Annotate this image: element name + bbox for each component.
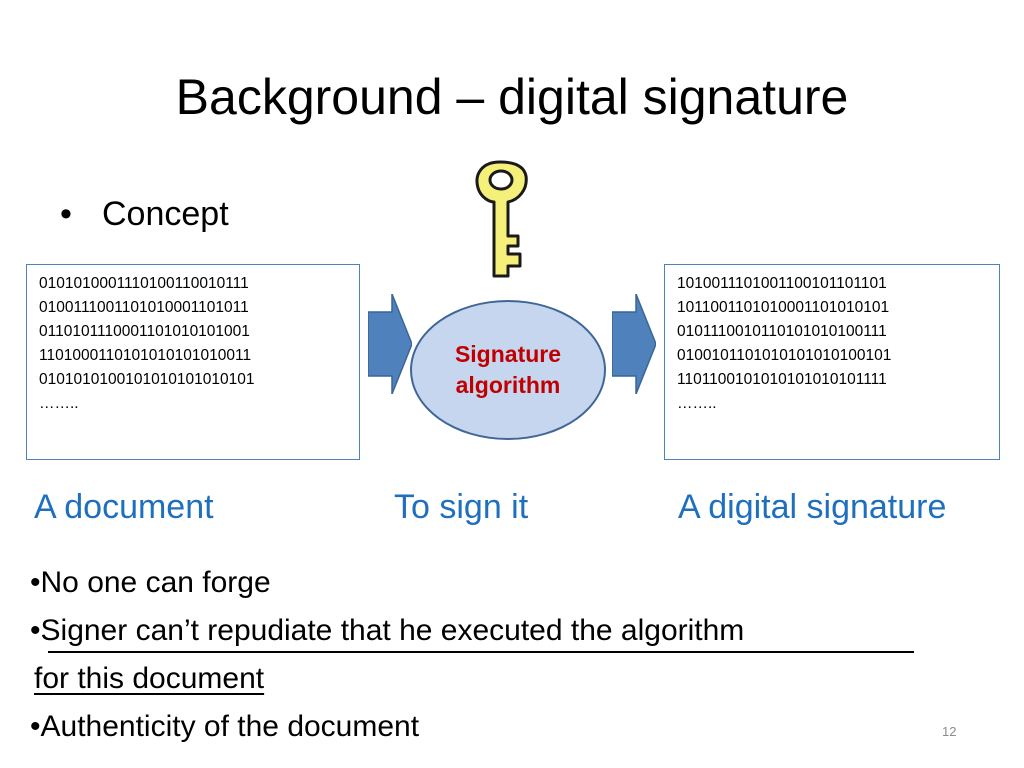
point-non-repudiation-continued: for this document [34, 662, 265, 695]
slide-title: Background – digital signature [175, 69, 849, 125]
underline-rule [48, 651, 914, 653]
bullet-concept-text: Concept [102, 195, 229, 233]
signature-algorithm-ellipse: Signature algorithm [410, 300, 606, 440]
key-icon [475, 160, 528, 278]
signature-line: 1011001101010001101010101 [677, 299, 890, 316]
caption-sign: To sign it [394, 488, 529, 526]
right-arrow-icon [368, 294, 412, 394]
point-non-repudiation-text: Signer can’t repudiate that he executed … [40, 614, 745, 647]
signature-line: 0100101101010101010100101 [677, 347, 892, 364]
document-line: 0101010100101010101010101 [39, 371, 255, 388]
caption-document: A document [34, 488, 214, 526]
caption-signature: A digital signature [678, 488, 947, 526]
bullet-dot: • [60, 195, 72, 233]
document-binary-box: 0101010001110100110010111 010011100110101… [26, 264, 360, 460]
page-number: 12 [942, 724, 957, 739]
document-line: 0110101110001101010101001 [39, 323, 250, 340]
document-line: 0100111001101010001101011 [39, 299, 249, 316]
signature-binary-box: 1010011101001100101101101 101100110101000… [664, 264, 1000, 460]
signature-line: 0101110010110101010100111 [677, 323, 887, 340]
signature-line: 1010011101001100101101101 [677, 275, 887, 292]
signature-algorithm-label: Signature algorithm [454, 341, 562, 398]
point-non-repudiation: •Signer can’t repudiate that he executed… [30, 610, 744, 652]
point-bullet: • [30, 614, 41, 647]
document-line: …….. [39, 395, 79, 412]
signature-line: 1101100101010101010101111 [677, 371, 887, 388]
point-authenticity: •Authenticity of the document [30, 710, 420, 743]
document-line: 0101010001110100110010111 [39, 275, 249, 292]
right-arrow-icon [612, 294, 656, 394]
document-line: 1101000110101010101010011 [39, 347, 252, 364]
point-no-forge: •No one can forge [30, 566, 271, 599]
bullet-concept: • Concept [60, 192, 229, 236]
signature-line: …….. [677, 395, 717, 412]
